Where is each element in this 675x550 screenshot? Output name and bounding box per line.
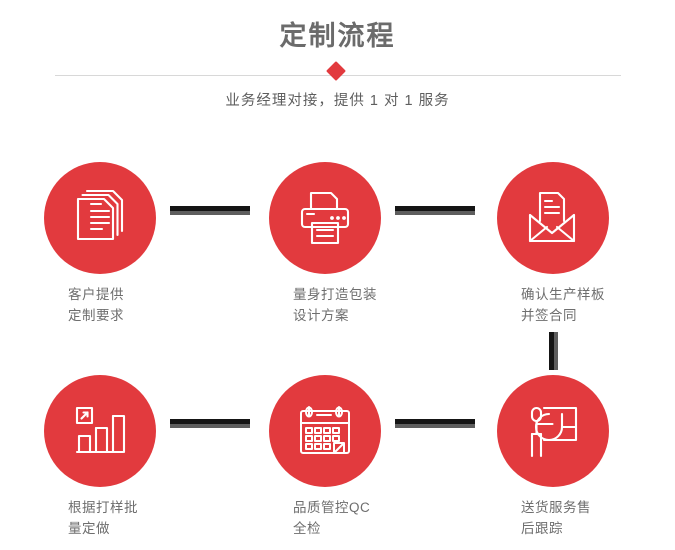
step-6-circle[interactable] xyxy=(497,375,609,487)
step-3-circle[interactable] xyxy=(497,162,609,274)
connector-step1-step2 xyxy=(170,206,250,215)
step-5-label: 品质管控QC 全检 xyxy=(293,500,371,536)
step-5-circle[interactable] xyxy=(269,375,381,487)
step-2-label: 量身打造包装 设计方案 xyxy=(293,287,377,323)
bar-chart-growth-icon xyxy=(71,402,129,460)
page-subtitle: 业务经理对接，提供 1 对 1 服务 xyxy=(225,93,450,109)
page-title: 定制流程 xyxy=(279,21,396,51)
step-1-label: 客户提供 定制要求 xyxy=(68,287,124,323)
step-2-circle[interactable] xyxy=(269,162,381,274)
step-3-label: 确认生产样板 并签合同 xyxy=(521,287,605,323)
presenter-pie-chart-icon xyxy=(522,400,584,462)
step-6-label: 送货服务售 后跟踪 xyxy=(521,500,591,536)
connector-step5-step6 xyxy=(395,419,475,428)
documents-stack-icon xyxy=(69,187,131,249)
step-4-label: 根据打样批 量定做 xyxy=(68,500,138,536)
calendar-check-icon xyxy=(295,401,355,461)
step-4-circle[interactable] xyxy=(44,375,156,487)
printer-icon xyxy=(294,187,356,249)
step-1-circle[interactable] xyxy=(44,162,156,274)
connector-step3-step6 xyxy=(549,332,558,370)
connector-step4-step5 xyxy=(170,419,250,428)
connector-step2-step3 xyxy=(395,206,475,215)
envelope-document-icon xyxy=(522,187,584,249)
